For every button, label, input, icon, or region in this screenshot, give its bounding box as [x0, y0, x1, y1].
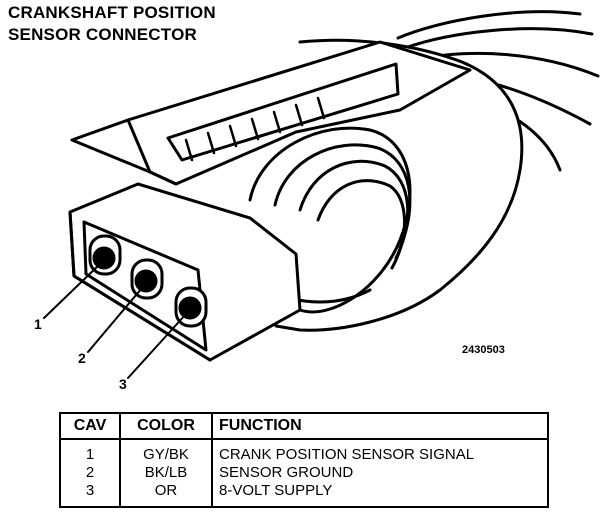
cavity-2 — [130, 258, 164, 300]
cav-cell: 1 — [59, 439, 121, 464]
header-cav: CAV — [59, 412, 121, 440]
cav-cell: 2 — [59, 464, 121, 482]
boot-rings — [248, 126, 412, 314]
diagram-title-line-2: SENSOR CONNECTOR — [8, 25, 197, 44]
color-cell: OR — [119, 482, 213, 508]
function-cell: CRANK POSITION SENSOR SIGNAL — [211, 439, 549, 464]
leader-line-pin-2 — [87, 287, 143, 353]
pin-label-2: 2 — [78, 350, 86, 366]
cav-cell: 3 — [59, 482, 121, 508]
table-row: 3 OR 8-VOLT SUPPLY — [59, 482, 549, 508]
connector-illustration — [43, 10, 600, 379]
color-cell: BK/LB — [119, 464, 213, 482]
leader-line-pin-3 — [127, 313, 187, 379]
pin-label-1: 1 — [34, 316, 42, 332]
diagram-title-line-1: CRANKSHAFT POSITION — [8, 3, 216, 22]
function-cell: 8-VOLT SUPPLY — [211, 482, 549, 508]
latch-ridges — [184, 96, 326, 162]
cavity-1 — [88, 234, 122, 276]
pinout-header-row: CAV COLOR FUNCTION — [59, 412, 549, 440]
function-cell: SENSOR GROUND — [211, 464, 549, 482]
pinout-table: CAV COLOR FUNCTION 1 GY/BK CRANK POSITIO… — [59, 412, 549, 508]
leader-line-pin-1 — [43, 263, 101, 319]
table-row: 2 BK/LB SENSOR GROUND — [59, 464, 549, 482]
figure-id: 2430503 — [462, 344, 505, 356]
header-function: FUNCTION — [211, 412, 549, 440]
header-color: COLOR — [119, 412, 213, 440]
table-row: 1 GY/BK CRANK POSITION SENSOR SIGNAL — [59, 439, 549, 464]
color-cell: GY/BK — [119, 439, 213, 464]
pin-label-3: 3 — [119, 376, 127, 392]
